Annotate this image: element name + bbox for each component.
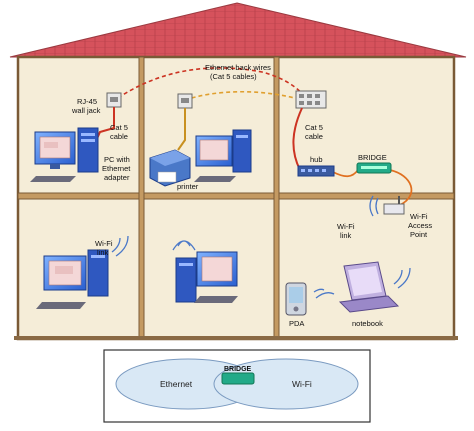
pc-wifi-bottom-middle [172, 240, 238, 303]
label-bridge: BRIDGE [358, 153, 387, 162]
rj45-wall-jack-middle [177, 93, 193, 109]
label-ethernet-back-wires: Ethernet back wires [205, 63, 271, 72]
label-printer: printer [177, 182, 199, 191]
cable-to-printer [177, 108, 186, 151]
bridge-to-access-point-cable [389, 169, 413, 206]
label-hub: hub [310, 155, 323, 164]
wall-divider-left [138, 56, 145, 340]
pc-wifi-bottom-left [36, 249, 109, 309]
label-wifi-link-left: Wi-Fi [95, 239, 113, 248]
ethernet-back-wire-left [117, 67, 307, 99]
pc-top-middle [194, 129, 252, 182]
wifi-signal-icon-pda [313, 288, 335, 299]
label-wifi-link-right: Wi-Fi [337, 222, 355, 231]
legend-bridge-box [221, 372, 255, 385]
label-cat5-right: Cat 5 [305, 123, 323, 132]
legend-wifi-label: Wi-Fi [292, 379, 312, 389]
pda-icon [285, 282, 307, 316]
label-ethernet-back-wires-sub: (Cat 5 cables) [210, 72, 257, 81]
label-cat5-right-sub: cable [305, 132, 323, 141]
label-pc-adapter: PC with [104, 155, 130, 164]
ethernet-back-wire-middle [184, 90, 303, 101]
label-pda: PDA [289, 319, 304, 328]
label-wifi-link-left-sub: link [97, 248, 109, 257]
label-wifi-access-point-2: Access [408, 221, 432, 230]
wifi-signal-icon-notebook [393, 267, 411, 289]
house-roof [9, 2, 467, 58]
hub-to-bridge-cable [332, 169, 359, 178]
house-ground [14, 336, 458, 340]
rj45-wall-jack-panel [295, 90, 327, 109]
label-pc-adapter-2: Ethernet [102, 164, 131, 173]
bridge-device-icon [356, 162, 392, 174]
label-rj45: RJ-45 [77, 97, 97, 106]
rj45-wall-jack-left [106, 92, 122, 108]
wifi-access-point-icon [369, 195, 405, 217]
legend-ethernet-label: Ethernet [160, 379, 193, 389]
cat5-cable-right [292, 107, 303, 171]
notebook-icon [338, 261, 400, 313]
label-wifi-link-right-sub: link [340, 231, 352, 240]
label-wifi-access-point: Wi-Fi [410, 212, 428, 221]
legend-wifi-ellipse [213, 358, 359, 410]
pc-with-ethernet-adapter [30, 127, 99, 182]
wifi-signal-icon-left [111, 235, 129, 257]
label-pc-adapter-3: adapter [104, 173, 130, 182]
label-cat5-left-sub: cable [110, 132, 128, 141]
legend-bridge-label: BRIDGE [224, 366, 252, 373]
label-notebook: notebook [352, 319, 383, 328]
label-rj45-sub: wall jack [71, 106, 101, 115]
wall-divider-right [273, 56, 280, 340]
label-cat5-left: Cat 5 [110, 123, 128, 132]
floor-divider [17, 192, 455, 200]
label-wifi-access-point-3: Point [410, 230, 428, 239]
hub-icon [297, 165, 335, 177]
printer-icon [149, 149, 191, 187]
